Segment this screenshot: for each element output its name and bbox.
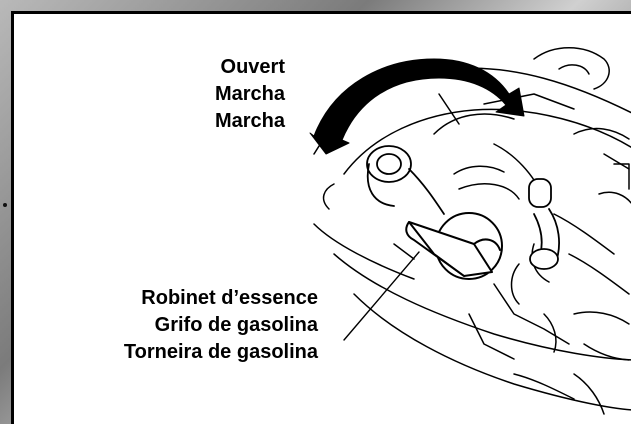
fuel-valve-body xyxy=(366,145,560,270)
valve-position-label: Ouvert Marcha Marcha xyxy=(215,54,285,135)
figure-panel: Ouvert Marcha Marcha Robinet d’essence G… xyxy=(11,11,631,424)
leader-line xyxy=(343,251,420,341)
part-label-pt: Torneira de gasolina xyxy=(123,341,318,363)
engine-outline xyxy=(313,47,631,415)
position-label-es: Marcha xyxy=(214,83,285,105)
valve-lever-callout xyxy=(405,212,503,280)
part-label-fr: Robinet d’essence xyxy=(141,287,318,309)
position-label-fr: Ouvert xyxy=(220,56,285,78)
position-label-pt: Marcha xyxy=(214,110,285,132)
page-margin-dot xyxy=(3,203,7,207)
fuel-valve-illustration xyxy=(309,47,631,415)
part-label-es: Grifo de gasolina xyxy=(154,314,318,336)
fuel-valve-label: Robinet d’essence Grifo de gasolina Torn… xyxy=(124,285,318,366)
curved-arrow-left-icon xyxy=(309,58,525,155)
